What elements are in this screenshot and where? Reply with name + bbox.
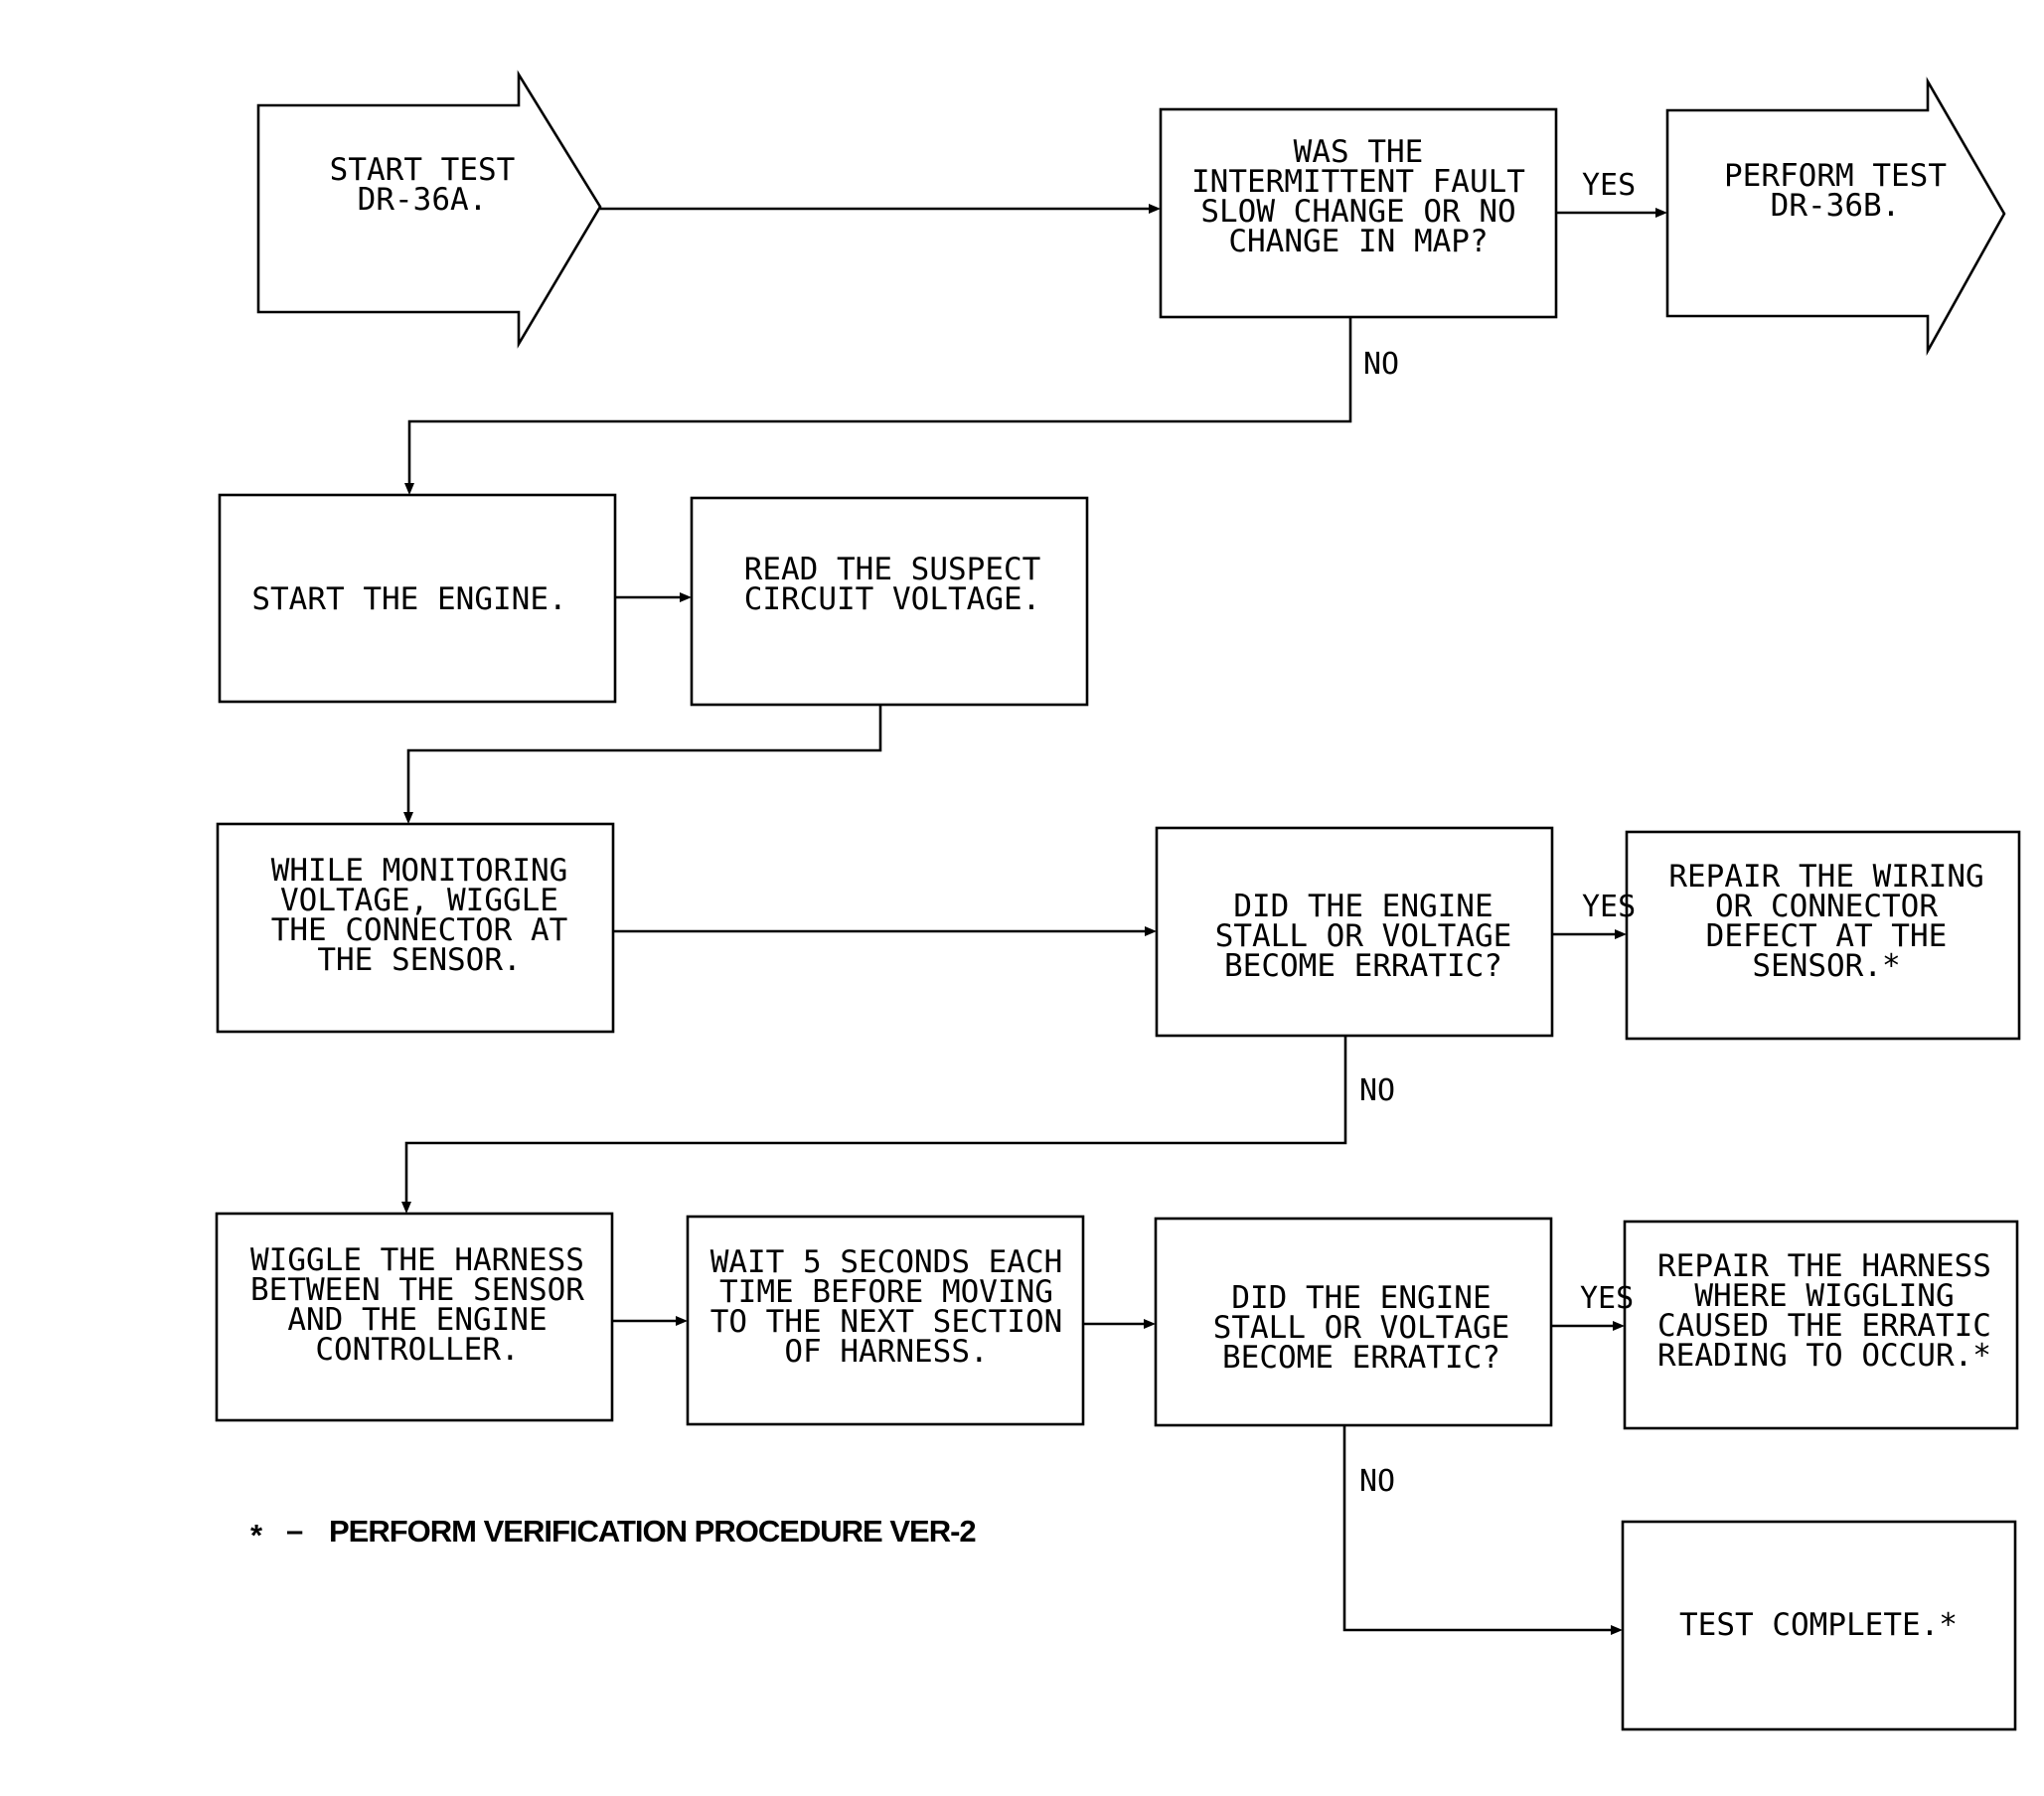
text-line: STALL OR VOLTAGE <box>1213 1310 1510 1346</box>
connector-q-stall-2-no <box>1342 1425 1615 1632</box>
arrowhead-icon <box>1144 1319 1156 1329</box>
text-line: WHERE WIGGLING <box>1694 1278 1954 1314</box>
text-line: DID THE ENGINE <box>1233 889 1493 924</box>
q-map-box <box>1159 107 1558 319</box>
start-test-arrow-shape <box>256 70 602 349</box>
arrowhead-icon <box>1149 204 1161 214</box>
text-line: THE CONNECTOR AT <box>271 912 568 948</box>
text-line: AND THE ENGINE <box>287 1302 547 1338</box>
text-line: START TEST <box>330 152 516 188</box>
text-line: TIME BEFORE MOVING <box>719 1274 1053 1310</box>
perform-test-b-arrow-shape <box>1665 77 2006 356</box>
repair-harness-box <box>1623 1220 2019 1430</box>
label-no-1: NO <box>1363 347 1399 382</box>
text-line: BECOME ERRATIC? <box>1224 948 1502 984</box>
label-yes-2: YES <box>1582 890 1636 924</box>
arrowhead-icon <box>1613 1321 1625 1331</box>
text-line: CONTROLLER. <box>315 1332 519 1368</box>
text-line: WHILE MONITORING <box>271 853 568 889</box>
connector-read-to-wiggle <box>406 705 882 816</box>
arrowhead-icon <box>680 592 692 602</box>
start-engine-text: START THE ENGINE. <box>251 581 566 617</box>
text-line: WIGGLE THE HARNESS <box>250 1242 584 1278</box>
text-line: CHANGE IN MAP? <box>1228 224 1488 259</box>
text-line: OF HARNESS. <box>784 1334 988 1370</box>
text-line: REPAIR THE WIRING <box>1668 859 1983 895</box>
text-line: DID THE ENGINE <box>1231 1280 1491 1316</box>
footnote-dash: – <box>286 1513 303 1548</box>
text-line: BETWEEN THE SENSOR <box>250 1272 584 1308</box>
text-line: START THE ENGINE. <box>251 581 566 617</box>
text-line: SLOW CHANGE OR NO <box>1200 194 1515 230</box>
connector-q-map-no <box>407 317 1352 487</box>
text-line: DR-36A. <box>358 182 488 218</box>
text-line: INTERMITTENT FAULT <box>1191 164 1525 200</box>
text-line: VOLTAGE, WIGGLE <box>280 883 558 918</box>
arrowhead-icon <box>676 1316 688 1326</box>
text-line: OR CONNECTOR <box>1715 889 1938 924</box>
start-engine-box <box>218 493 617 704</box>
arrowhead-icon <box>1655 208 1667 218</box>
text-line: DR-36B. <box>1771 188 1901 224</box>
test-complete-box <box>1621 1520 2017 1731</box>
text-line: THE SENSOR. <box>317 942 521 978</box>
text-line: WAIT 5 SECONDS EACH <box>710 1244 1063 1280</box>
arrowhead-icon <box>404 483 414 495</box>
label-yes-3: YES <box>1580 1281 1634 1316</box>
label-yes-1: YES <box>1582 168 1636 203</box>
read-voltage-box <box>690 496 1089 707</box>
text-line: WAS THE <box>1294 134 1424 170</box>
footnote-star: * <box>250 1518 263 1552</box>
text-line: REPAIR THE HARNESS <box>1657 1248 1991 1284</box>
text-line: BECOME ERRATIC? <box>1222 1340 1500 1376</box>
arrowhead-icon <box>403 812 413 824</box>
text-line: READING TO OCCUR.* <box>1657 1338 1991 1374</box>
arrowhead-icon <box>1615 929 1627 939</box>
q-stall-2-box <box>1154 1217 1553 1427</box>
wiggle-connector-box <box>216 822 615 1034</box>
text-line: CAUSED THE ERRATIC <box>1657 1308 1991 1344</box>
label-no-2: NO <box>1359 1073 1395 1108</box>
arrowhead-icon <box>1145 926 1157 936</box>
arrowhead-icon <box>401 1202 411 1214</box>
label-no-3: NO <box>1359 1464 1395 1499</box>
text-line: DEFECT AT THE <box>1706 918 1948 954</box>
text-line: PERFORM TEST <box>1724 158 1947 194</box>
text-line: CIRCUIT VOLTAGE. <box>744 581 1041 617</box>
test-complete-text: TEST COMPLETE.* <box>1679 1607 1958 1643</box>
text-line: READ THE SUSPECT <box>744 552 1041 587</box>
footnote-text: PERFORM VERIFICATION PROCEDURE VER-2 <box>329 1514 976 1549</box>
arrowhead-icon <box>1611 1625 1623 1635</box>
wiggle-harness-box <box>215 1212 614 1422</box>
text-line: TEST COMPLETE.* <box>1679 1607 1958 1643</box>
text-line: STALL OR VOLTAGE <box>1215 918 1512 954</box>
text-line: SENSOR.* <box>1752 948 1900 984</box>
repair-wiring-box <box>1625 830 2021 1041</box>
text-line: TO THE NEXT SECTION <box>710 1304 1063 1340</box>
q-stall-1-box <box>1155 826 1554 1038</box>
wait-5-box <box>686 1215 1085 1426</box>
connector-q-stall-1-no <box>404 1036 1347 1206</box>
